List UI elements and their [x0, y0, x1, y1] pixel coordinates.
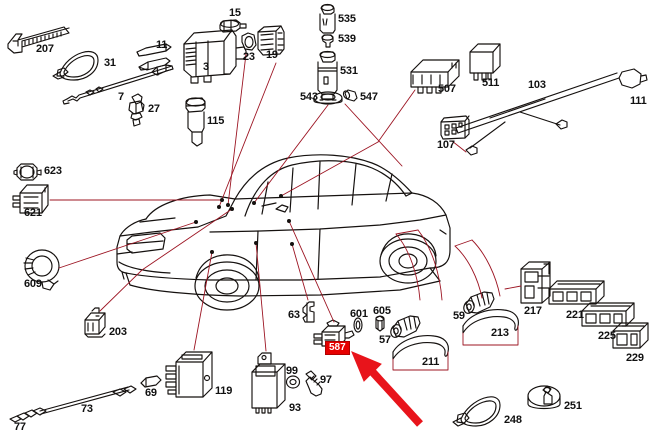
callout-539: 539 [338, 33, 356, 45]
callout-211: 211 [422, 356, 440, 368]
callout-99: 99 [286, 365, 298, 377]
callout-31: 31 [104, 57, 116, 69]
leader-endpoints [194, 194, 294, 254]
callout-203: 203 [109, 326, 127, 338]
part-99-shape [285, 375, 301, 389]
part-511-shape [469, 43, 501, 81]
callout-69: 69 [145, 387, 157, 399]
callout-217: 217 [524, 305, 542, 317]
part-203-shape [84, 307, 106, 338]
callout-19: 19 [266, 49, 278, 61]
callout-73: 73 [81, 403, 93, 415]
part-621-shape [12, 184, 49, 214]
callout-213: 213 [491, 327, 509, 339]
callout-605: 605 [373, 305, 391, 317]
callout-207: 207 [36, 43, 54, 55]
callout-621: 621 [24, 207, 42, 219]
part-3-shape [183, 29, 247, 84]
part-59-shape [463, 291, 495, 314]
callout-511: 511 [482, 77, 500, 89]
part-217-shape [520, 261, 551, 304]
callout-119: 119 [215, 385, 233, 397]
red-pointer-arrow [351, 351, 423, 427]
part-605-shape [375, 315, 385, 332]
callout-15: 15 [229, 7, 241, 19]
part-211-shape [392, 335, 449, 360]
callout-251: 251 [564, 400, 582, 412]
part-539-shape [321, 34, 334, 48]
callout-27: 27 [148, 103, 160, 115]
callout-7: 7 [118, 91, 124, 103]
leader-lines [49, 53, 522, 371]
part-73-shape [9, 385, 137, 423]
part-119-shape [165, 351, 213, 398]
part-251-shape [527, 385, 561, 410]
part-31-shape [52, 51, 99, 81]
callout-531: 531 [340, 65, 358, 77]
part-57-shape [390, 315, 421, 338]
callout-111: 111 [630, 95, 647, 107]
part-11-shape [136, 43, 172, 71]
part-69-shape [140, 375, 162, 388]
callout-543: 543 [300, 91, 318, 103]
callout-77: 77 [14, 421, 26, 433]
callout-225: 225 [598, 330, 616, 342]
callout-221: 221 [566, 309, 584, 321]
callout-23: 23 [243, 51, 255, 63]
part-221-shape [548, 280, 605, 305]
part-535-shape [319, 3, 336, 34]
part-547-shape [342, 89, 358, 102]
part-19-shape [257, 25, 285, 56]
part-27-shape [128, 93, 145, 127]
part-93-shape [251, 352, 286, 414]
part-229-shape [612, 322, 649, 349]
part-601-shape [353, 317, 363, 333]
part-213-shape [462, 309, 519, 334]
part-63-shape [302, 301, 315, 323]
part-115-shape [185, 97, 206, 147]
part-507-shape [410, 59, 460, 94]
callout-63: 63 [288, 309, 300, 321]
part-97-shape [305, 370, 323, 397]
part-609-shape [23, 249, 60, 291]
part-543-shape [313, 91, 343, 105]
callout-547: 547 [360, 91, 378, 103]
callout-609: 609 [24, 278, 42, 290]
callout-115: 115 [207, 115, 225, 127]
part-15-shape [219, 19, 247, 33]
vehicle-body-shape [116, 154, 451, 311]
callout-587-highlight[interactable]: 587 [325, 341, 350, 355]
callout-11: 11 [156, 39, 168, 51]
callout-97: 97 [320, 374, 332, 386]
part-248-shape [452, 396, 501, 427]
callout-103: 103 [528, 79, 546, 91]
callout-107: 107 [437, 139, 455, 151]
part-23-shape [241, 32, 257, 51]
callout-507: 507 [438, 83, 456, 95]
part-587-shape [313, 319, 355, 347]
callout-57: 57 [379, 334, 391, 346]
callout-59: 59 [453, 310, 465, 322]
callout-93: 93 [289, 402, 301, 414]
callout-601: 601 [350, 308, 368, 320]
callout-3: 3 [203, 61, 209, 73]
part-103-shape [440, 68, 648, 156]
part-207-shape [7, 26, 70, 54]
part-623-shape [13, 163, 42, 181]
callout-248: 248 [504, 414, 522, 426]
callout-229: 229 [626, 352, 644, 364]
callout-623: 623 [44, 165, 62, 177]
callout-535: 535 [338, 13, 356, 25]
